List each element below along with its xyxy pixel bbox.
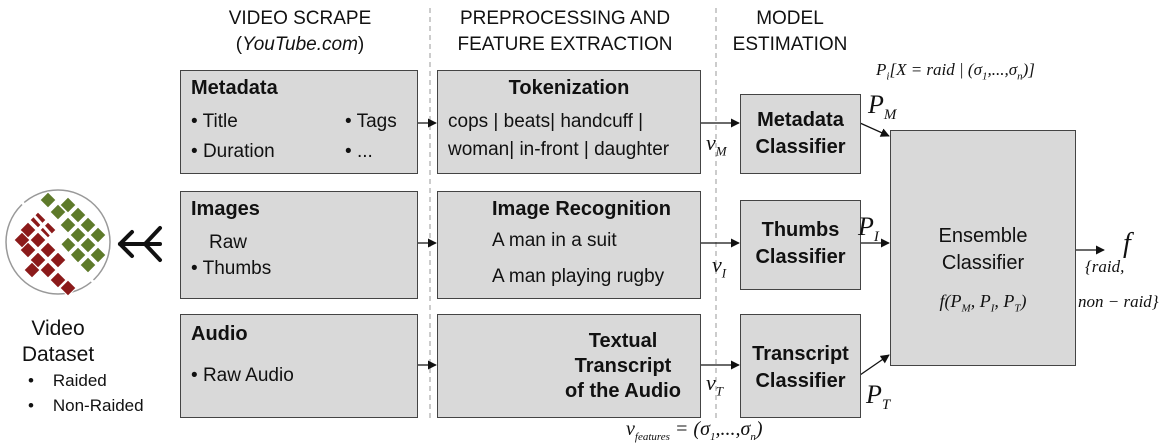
audio-bullet: • Raw Audio [191,365,294,386]
images-box: Images Raw • Thumbs [180,191,418,299]
header-preprocessing: PREPROCESSING AND FEATURE EXTRACTION [457,8,673,55]
header-model-estimation: MODEL ESTIMATION [732,8,848,55]
metadata-bullet-more: • ... [345,141,373,162]
header-video-scrape: VIDEO SCRAPE (YouTube.com) [180,6,420,58]
image-recognition-caption-2: A man playing rugby [492,266,665,287]
ensemble-formula: f(PM, PI, PT) [939,291,1027,315]
header-video-scrape-subtitle: (YouTube.com) [235,34,365,55]
metadata-bullet-title: • Title [191,111,238,132]
dataset-item-non-raided: • Non-Raided [28,396,144,415]
dataset-label: Video Dataset [21,317,95,366]
metadata-classifier-box: Metadata Classifier [740,94,861,174]
image-recognition-title: Image Recognition [492,198,671,220]
thumbs-classifier-line2: Classifier [755,246,846,268]
v-m-label: vM [706,130,727,159]
audio-title: Audio [191,323,248,345]
metadata-classifier-line2: Classifier [755,136,846,158]
p-m-label: PM [868,90,897,124]
probability-label: Pi[X = raid | (σ1,...,σn)] [876,60,1035,83]
transcript-box-text: Textual Transcript of the Audio [565,330,681,402]
arrow-pm [859,122,890,137]
images-bullet-thumbs: • Thumbs [191,258,272,279]
p-t-label: PT [866,380,891,414]
v-i-label: vI [712,252,727,281]
p-i-label: PI [858,212,879,246]
transcript-box: Textual Transcript of the Audio [437,314,701,418]
dataset-arrows [118,226,162,262]
metadata-classifier-line1: Metadata [757,109,844,131]
tokenization-tokens-line2: woman| in-front | daughter [448,139,670,160]
tokenization-title: Tokenization [508,77,630,99]
metadata-bullet-tags: • Tags [345,111,397,132]
transcript-classifier-line2: Classifier [755,370,846,392]
audio-box: Audio • Raw Audio [180,314,418,418]
images-bullet-raw: Raw [209,232,248,253]
output-set-line2: non − raid} [1078,292,1159,311]
metadata-title: Metadata [191,77,278,99]
output-f-label: f [1123,228,1131,259]
dataset-item-raided: • Raided [28,371,107,390]
v-t-label: vT [706,370,723,399]
features-label: vfeatures = (σ1,...,σn) [626,418,763,443]
images-title: Images [191,198,260,220]
tokenization-box: Tokenization cops | beats| handcuff | wo… [437,70,701,174]
image-recognition-box: Image Recognition A man in a suit A man … [437,191,701,299]
metadata-box: Metadata • Title • Duration • Tags • ... [180,70,418,174]
thumbs-classifier-line1: Thumbs [761,219,840,241]
output-set-line1: {raid, [1085,257,1125,276]
ensemble-label: Ensemble Classifier [938,225,1028,274]
transcript-classifier-box: Transcript Classifier [740,314,861,418]
dataset-circle-icon [5,189,111,297]
ensemble-classifier-box: Ensemble Classifier f(PM, PI, PT) [890,130,1076,366]
image-recognition-caption-1: A man in a suit [492,230,617,251]
transcript-classifier-line1: Transcript [752,343,849,365]
non-raided-tiles [39,191,107,274]
arrow-pt [859,354,890,376]
metadata-bullet-duration: • Duration [191,141,275,162]
tokenization-tokens-line1: cops | beats| handcuff | [448,111,644,132]
header-video-scrape-title: VIDEO SCRAPE [228,8,372,29]
thumbs-classifier-box: Thumbs Classifier [740,200,861,290]
